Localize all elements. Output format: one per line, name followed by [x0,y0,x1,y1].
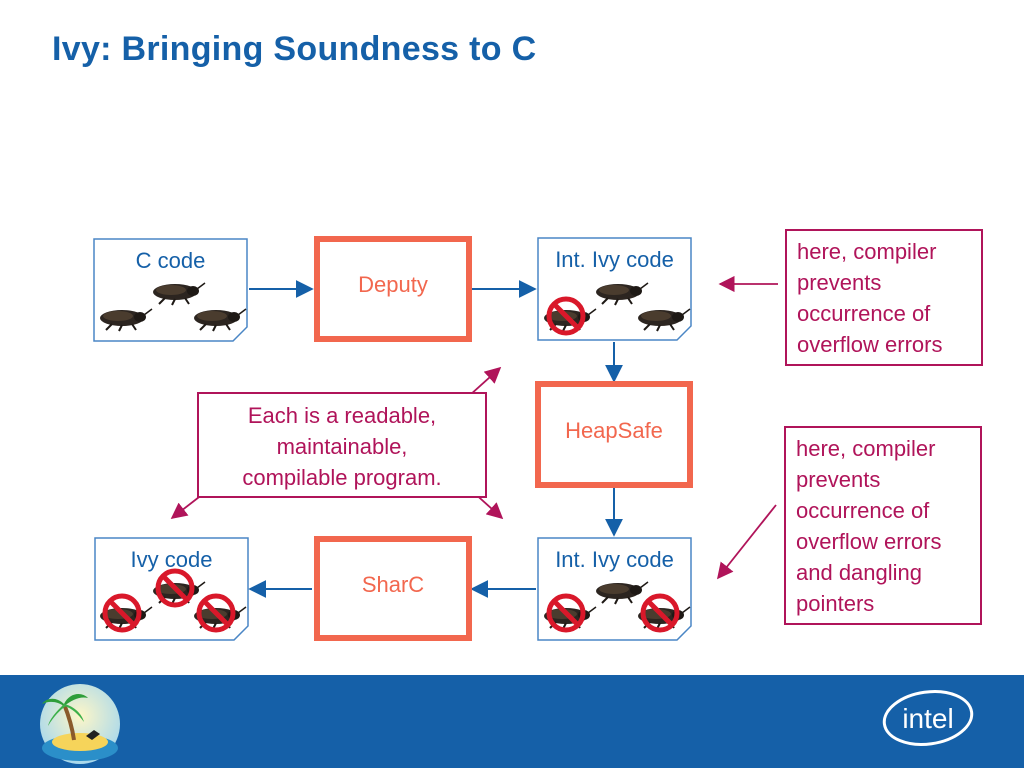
heapsafe-label: HeapSafe [565,417,663,443]
intel-logo-text: intel [902,703,953,734]
ivy-code-label-wrap: Ivy code [95,538,248,572]
center-note-line: compilable program. [242,465,442,490]
arrow-right-note-bottom [716,504,777,580]
bottom-right-note-line: overflow errors [796,529,942,554]
top-right-note-line: prevents [797,270,882,295]
island-logo [40,684,120,764]
center-note-line: Each is a readable, [247,403,437,428]
int-ivy-top-label: Int. Ivy code [555,247,674,272]
ivy-code-label: Ivy code [130,547,213,572]
int-ivy-top-label-wrap: Int. Ivy code [538,238,691,272]
heapsafe-box: HeapSafe [535,381,693,488]
bottom-right-note: here, compiler prevents occurrence of ov… [784,426,982,625]
bottom-right-note-line: occurrence of [796,498,930,523]
int-ivy-bottom-label: Int. Ivy code [555,547,674,572]
bottom-right-note-line: pointers [796,591,875,616]
center-note-line: maintainable, [276,434,408,459]
top-right-note-line: overflow errors [797,332,943,357]
top-right-note-line: occurrence of [797,301,931,326]
slide-title: Ivy: Bringing Soundness to C [52,30,537,68]
top-right-note: here, compiler prevents occurrence of ov… [785,229,983,366]
bottom-right-note-line: here, compiler [796,436,936,461]
deputy-box: Deputy [314,236,472,342]
bottom-right-note-line: prevents [796,467,881,492]
deputy-label: Deputy [358,272,428,297]
c-code-label: C code [135,248,206,273]
sharc-label: SharC [361,571,425,597]
c-code-label-wrap: C code [94,239,247,273]
top-right-note-line: here, compiler [797,239,937,264]
int-ivy-bottom-label-wrap: Int. Ivy code [538,538,691,572]
intel-logo: intel [882,690,974,746]
bottom-right-note-line: and dangling [796,560,923,585]
sharc-box: SharC [314,536,472,641]
center-note: Each is a readable, maintainable, compil… [197,392,487,498]
footer-band [0,675,1024,768]
